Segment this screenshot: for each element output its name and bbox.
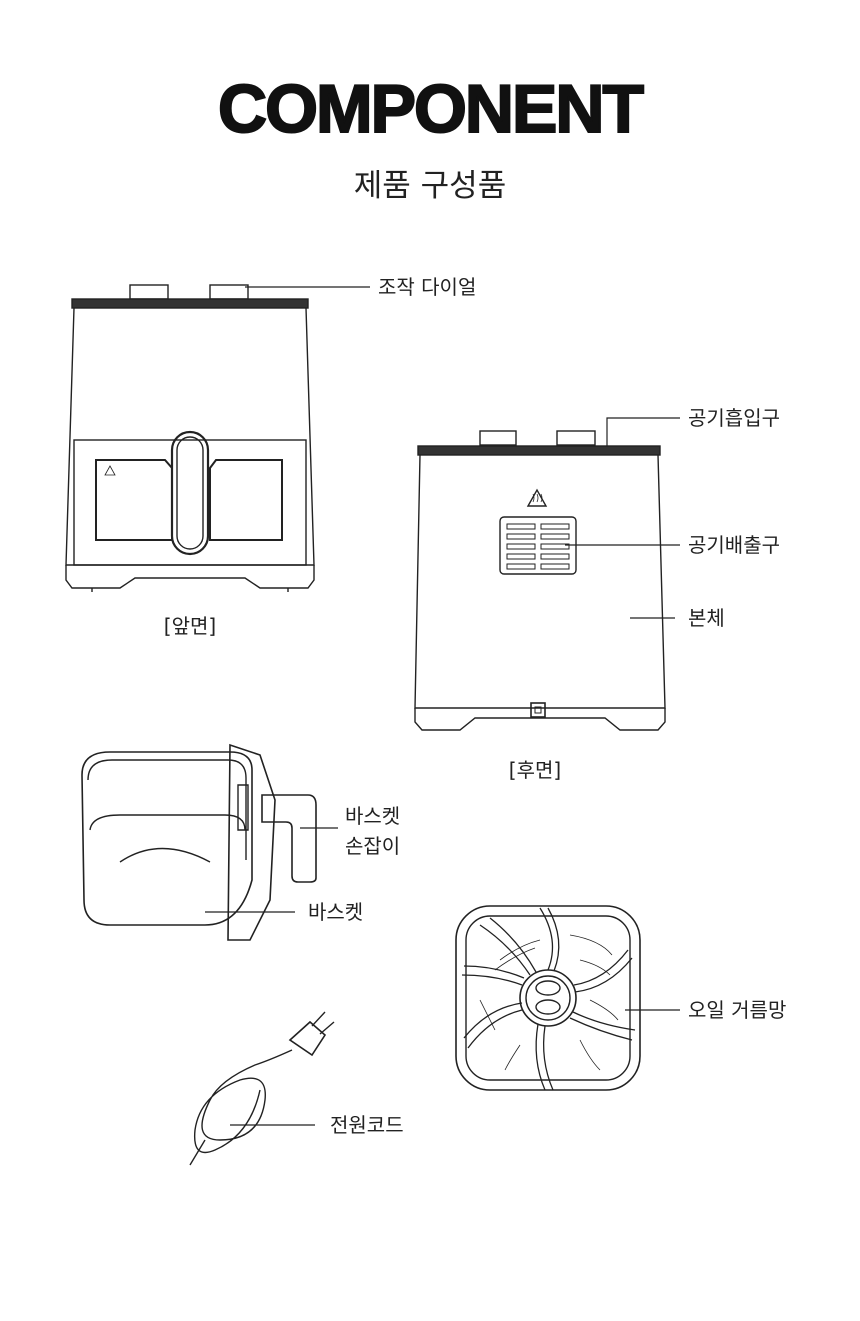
oil-filter-drawing — [455, 905, 680, 1091]
page-title: COMPONENT — [217, 70, 645, 148]
caption-front-view: [앞면] — [163, 614, 217, 638]
back-view-drawing — [414, 417, 680, 731]
label-power-cord: 전원코드 — [330, 1113, 404, 1137]
label-basket-handle-line2: 손잡이 — [345, 834, 401, 858]
label-basket: 바스켓 — [308, 900, 364, 924]
label-air-outlet: 공기배출구 — [688, 533, 780, 557]
label-basket-handle-line1: 바스켓 — [345, 804, 401, 828]
label-oil-filter: 오일 거름망 — [688, 998, 787, 1022]
label-air-inlet: 공기흡입구 — [688, 406, 780, 430]
basket-drawing — [81, 743, 338, 941]
label-body: 본체 — [688, 606, 725, 630]
power-cord-drawing — [189, 1011, 335, 1166]
front-view-drawing — [65, 284, 370, 592]
label-control-dial: 조작 다이얼 — [378, 275, 477, 299]
page-subtitle: 제품 구성품 — [353, 168, 507, 204]
caption-back-view: [후면] — [508, 758, 562, 782]
